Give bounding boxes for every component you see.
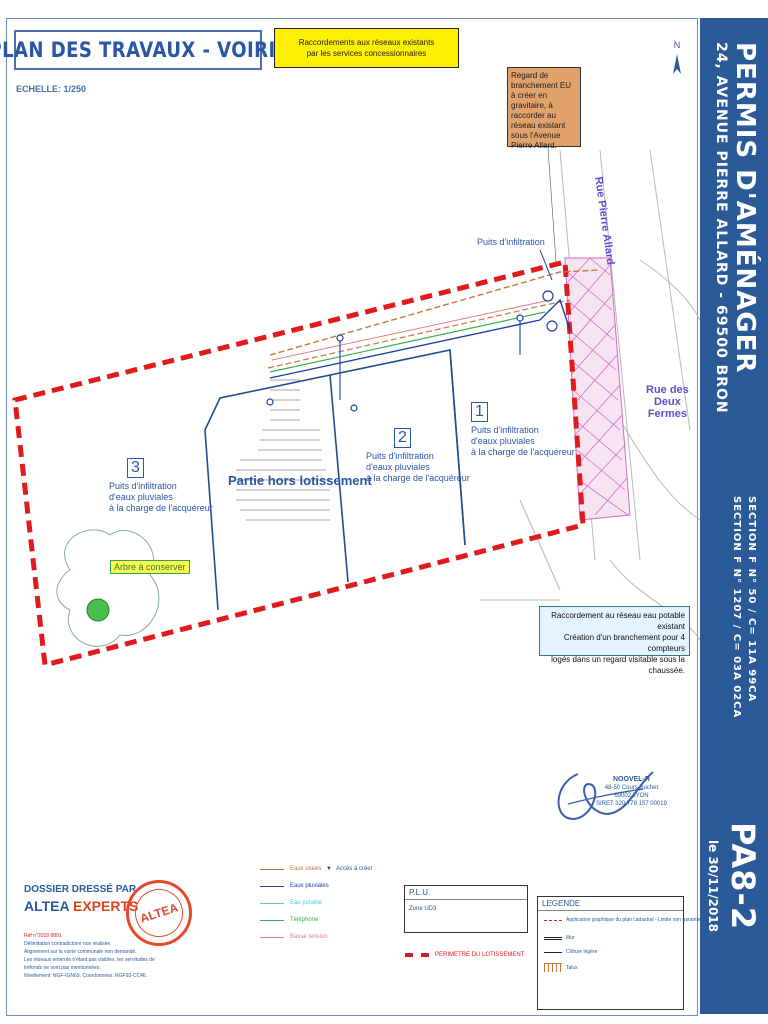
plu-title: P.L.U. [405,886,527,900]
note-3: Les réseaux enterrés n'étant pas visible… [24,957,155,971]
plu-zone: Zone UD3 [409,906,437,912]
yellow-callout-line-2: par les services concessionnaires [306,49,427,58]
lot-3-line-2: d'eaux pluviales [109,492,173,502]
legend-talus: Talus [544,963,578,972]
street-deux-fermes-line-3: Fermes [647,408,687,420]
lot-2-line-1: Puits d'infiltration [366,451,434,461]
fine-notes: Réf n°2018 0891 Délimitation contradicto… [24,932,174,980]
puits-infiltration-label: Puits d'infiltration [477,237,545,247]
orange-callout-leader [547,147,557,263]
plu-box: P.L.U. Zone UD3 [404,885,528,933]
reference: Réf n°2018 0891 [24,933,62,939]
lot-2-line-2: d'eaux pluviales [366,462,430,472]
legend-eau-potable: Eau potable [260,900,322,906]
signature-address-2: 69002 LYON [614,793,649,799]
legend-box: LEGENDE Application graphique du plan ca… [537,896,701,1010]
dossier-label: DOSSIER DRESSÉ PAR [24,884,137,895]
altea-experts-label: ALTEA EXPERTS [24,898,138,914]
yellow-callout-line-1: Raccordements aux réseaux existants [298,38,435,47]
altea-seal: ALTEA [126,880,192,946]
side-section-2: SECTION F N° 1207 / C= 03A 02CA [731,496,742,719]
legend-cloture: Clôture légère [544,949,597,955]
side-code: PA8-2 [724,822,762,931]
altea-word: ALTEA [24,898,70,914]
side-main-title: PERMIS D'AMÉNAGER [730,42,760,374]
street-deux-fermes-line-2: Deux [653,396,681,408]
drawing-frame [6,18,698,1016]
legend-eaux-usees: Eaux usées [260,866,321,872]
north-label: N [674,40,681,50]
altea-seal-text: ALTEA [128,882,190,944]
blue-callout-line-1: Raccordement au réseau eau potable exist… [551,611,685,631]
legend-eaux-pluviales: Eaux pluviales [260,883,329,889]
signature-icon [557,771,654,821]
lot-1-line-1: Puits d'infiltration [471,425,539,435]
street-deux-fermes-line-1: Rue des [646,384,689,396]
lot-1-line-2: d'eaux pluviales [471,436,535,446]
network-lines [267,269,601,400]
signature-name: NOOVEL-R [613,776,650,783]
acces-triangle-icon: ▼ [326,866,332,872]
site-plan [12,147,700,669]
blue-callout: Raccordement au réseau eau potable exist… [539,606,690,675]
arbre-a-conserver-label: Arbre à conserver [110,560,190,574]
side-title-band: PERMIS D'AMÉNAGER 24, AVENUE PIERRE ALLA… [700,18,768,1014]
legend-mur: Mur [544,935,575,941]
note-4: Nivellement: NGF-IGN69. Coordonnées: RGF… [24,973,148,979]
note-1: Délimitation contradictoire non réalisée… [24,941,112,947]
tree-icon [56,529,160,647]
side-address: 24, AVENUE PIERRE ALLARD - 69500 BRON [713,42,729,414]
north-arrow-icon: N [673,40,681,74]
signature-stamp: NOOVEL-R 48-50 Cours Suchet 69002 LYON S… [596,776,667,808]
yellow-callout: Raccordements aux réseaux existants par … [274,28,459,68]
side-section-1: SECTION F N° 50 / C= 11A 99CA [746,496,757,703]
note-2: Alignement sur la voirie communale non d… [24,949,137,955]
signature-address-1: 48-50 Cours Suchet [604,785,659,791]
lot-1-line-3: à la charge de l'acquéreur [471,447,575,457]
legend-perimetre: PERIMETRE DU LOTISSEMENT [405,952,524,958]
legend-acces: ▼ Accès à créer [326,866,373,872]
legend-telephone: Téléphone [260,917,318,923]
blue-callout-line-2: Création d'un branchement pour 4 compteu… [563,633,685,653]
side-date: le 30/11/2018 [706,840,720,932]
experts-word: EXPERTS [73,898,139,914]
scale-label: ECHELLE: 1/250 [16,84,87,94]
lot-2-number: 2 [394,428,411,448]
orange-callout: Regard de branchement EU à créer en grav… [507,67,581,150]
page-title: PLAN DES TRAVAUX - VOIRIE [0,38,289,62]
road-hatched-area [564,257,631,521]
lot-3-line-1: Puits d'infiltration [109,481,177,491]
street-rue-des-deux-fermes: Rue des Deux Fermes [646,384,689,420]
building-hatch [236,379,330,521]
title-box: PLAN DES TRAVAUX - VOIRIE [0,30,288,70]
blue-callout-line-3: logés dans un regard visitable sous la c… [551,655,685,675]
lot-1-label: 1 Puits d'infiltration d'eaux pluviales … [471,402,575,458]
signature-siret: SIRET 320 778 157 00019 [596,801,667,807]
lot-2-line-3: à la charge de l'acquéreur [366,473,470,483]
lot-3-line-3: à la charge de l'acquéreur [109,503,213,513]
lot-1-number: 1 [471,402,488,422]
lot-3-label: 3 Puits d'infiltration d'eaux pluviales … [109,458,213,514]
legend-basse-tension: Basse tension [260,934,328,940]
legend-cadastral: Application graphique du plan cadastral … [544,917,701,923]
legend-title: LEGENDE [538,897,683,911]
lot-3-number: 3 [127,458,144,478]
network-nodes [266,290,558,412]
hors-lotissement-label: Partie hors lotissement [228,473,372,488]
puits-pointer [539,249,553,281]
lot-boundaries [204,349,466,611]
lot-2-label: 2 Puits d'infiltration d'eaux pluviales … [366,428,470,484]
